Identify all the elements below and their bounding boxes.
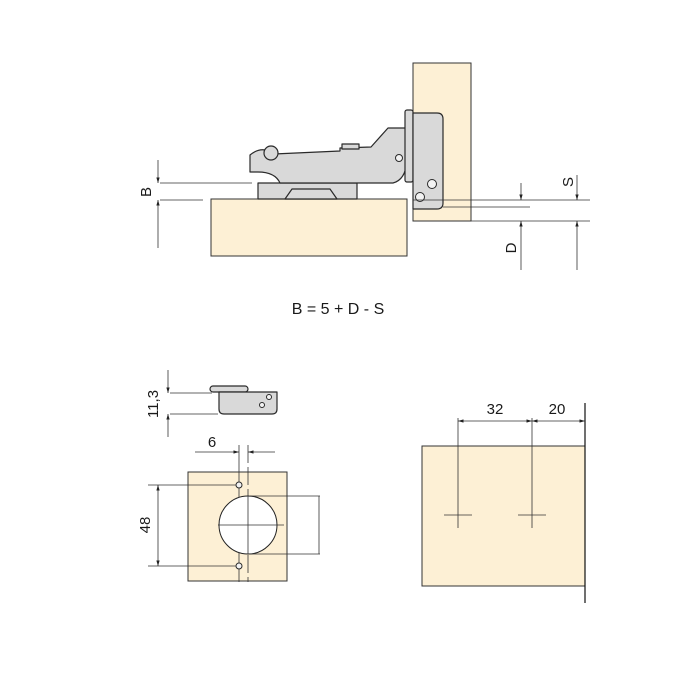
label-11-3: 11,3 [145, 390, 162, 418]
label-6: 6 [208, 434, 216, 451]
label-32: 32 [487, 401, 504, 418]
plate-view: 11,3 6 48 [137, 370, 320, 582]
hinge-cup [404, 109, 444, 210]
side-view: B D S B = 5 + D - S [138, 62, 590, 318]
label-20: 20 [549, 401, 566, 418]
label-D: D [503, 242, 520, 253]
label-S: S [560, 177, 577, 187]
label-B: B [138, 187, 155, 197]
door-view: 32 20 [421, 401, 586, 603]
label-48: 48 [137, 517, 154, 534]
formula-text: B = 5 + D - S [292, 301, 384, 318]
door-panel [210, 198, 408, 257]
hinge-arm [249, 127, 408, 200]
door-template [421, 445, 586, 587]
